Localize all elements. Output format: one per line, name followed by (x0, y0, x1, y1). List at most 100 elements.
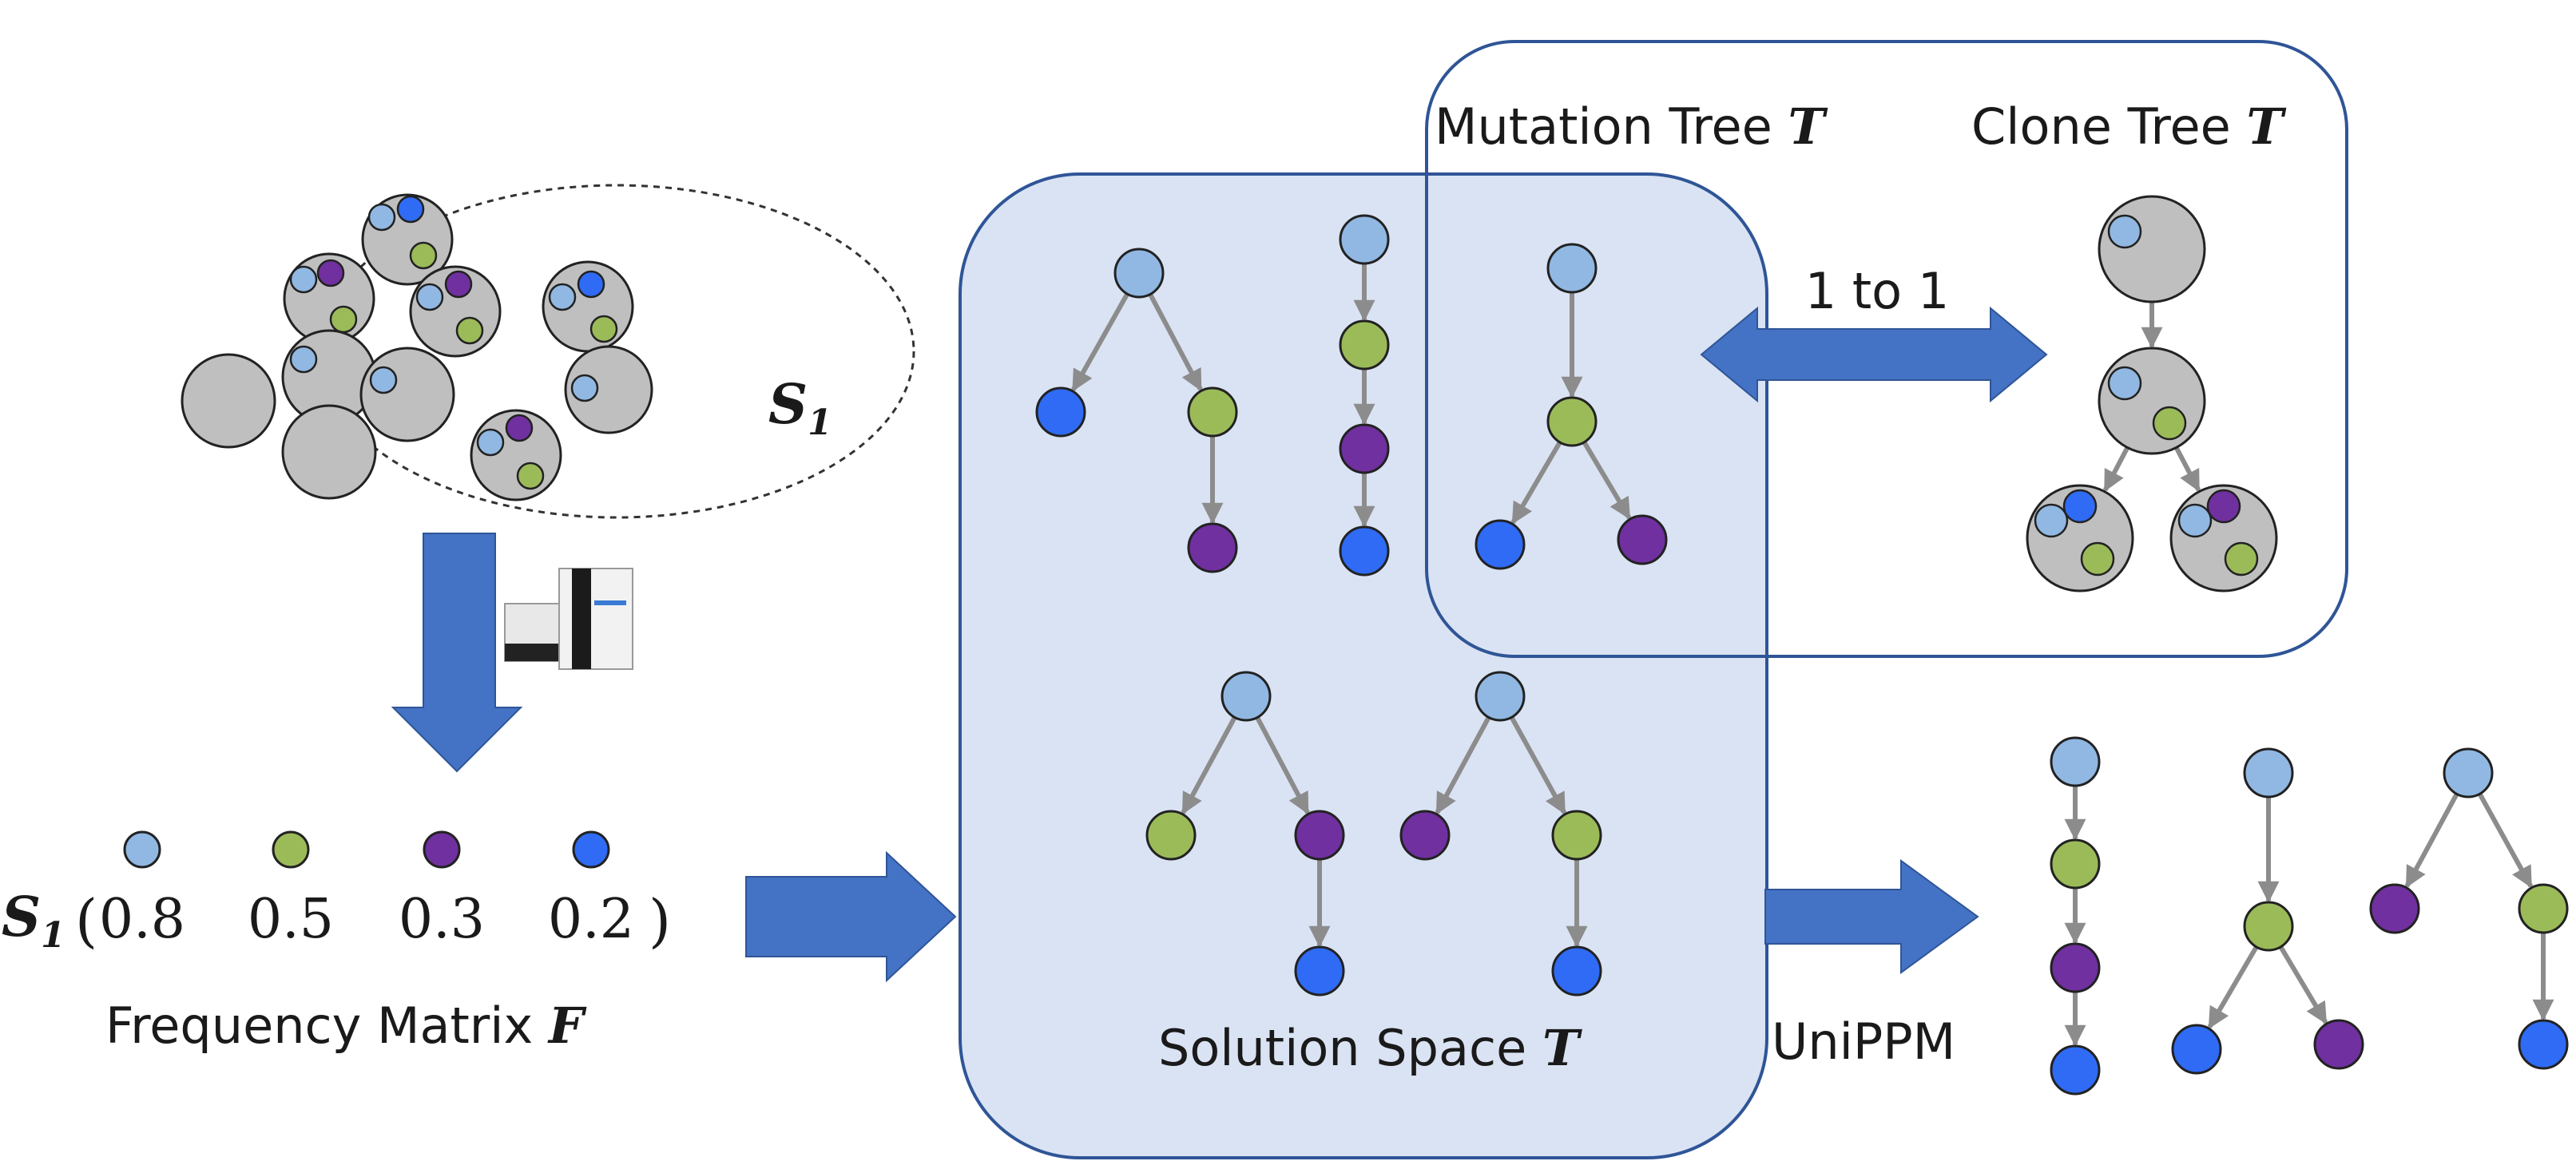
clone-mutation-dot-green (2224, 541, 2259, 577)
clone-tree-title: Clone Tree T (1971, 97, 2286, 156)
method-label: UniPPM (1772, 1012, 1955, 1071)
clone-mutation-dot-green (2152, 406, 2187, 441)
mutation-node-light-blue (1113, 248, 1165, 299)
mutation-node-light-blue (2243, 747, 2294, 798)
mutation-node-purple (1339, 423, 1390, 474)
mutation-node-purple (1294, 810, 1345, 861)
tree-edge (2207, 945, 2259, 1029)
mutation-node-light-blue (2443, 747, 2494, 798)
correspondence-double-arrow (1700, 306, 2048, 403)
cell-mutation-dot-light-blue (367, 203, 396, 232)
tree-edge (2404, 792, 2459, 889)
mutation-node-green (1551, 810, 1602, 861)
clone-mutation-dot-green (2080, 541, 2115, 577)
cell-mutation-dot-purple (444, 270, 473, 299)
mutation-node-green (1187, 386, 1238, 438)
sequencing-arrow (391, 533, 523, 773)
sample-cell (281, 404, 377, 500)
tree-edge (1181, 715, 1237, 815)
mutation-node-blue (1035, 386, 1086, 438)
mutation-node-green (2243, 901, 2294, 952)
frequency-value-1: 0.5 (248, 888, 334, 951)
cell-mutation-dot-purple (316, 259, 345, 287)
tree-edge (1148, 293, 1203, 392)
mutation-node-purple (1617, 514, 1668, 565)
sample-cells (181, 193, 653, 501)
mutation-node-light-blue (2050, 736, 2101, 787)
cell-mutation-dot-green (589, 315, 618, 343)
mutation-node-light-blue (1221, 671, 1272, 722)
mutation-node-purple (2050, 942, 2101, 993)
mutation-node-blue (2171, 1024, 2222, 1075)
tree-nodes (1035, 214, 2569, 1096)
solution-space-caption: Solution Space T (1158, 1019, 1582, 1077)
cell-mutation-dot-green (409, 241, 438, 270)
clone-mutation-dot-light-blue (2177, 503, 2213, 538)
cell-mutation-dot-light-blue (570, 374, 599, 402)
clone-node (2098, 195, 2206, 303)
mutation-node-light-blue (1475, 671, 1526, 722)
mutation-node-blue (2518, 1019, 2569, 1070)
clone-mutation-dot-light-blue (2034, 503, 2069, 538)
mutation-node-purple (1187, 522, 1238, 573)
mutation-node-purple (2313, 1019, 2364, 1070)
tree-edge (1435, 715, 1491, 815)
frequency-value-0: 0.8 (99, 888, 185, 951)
cell-mutation-dot-light-blue (369, 366, 398, 394)
cell-mutation-dot-green (455, 316, 484, 345)
mutation-node-blue (1475, 519, 1526, 570)
cell-mutation-dot-light-blue (415, 283, 444, 311)
frequency-dot-green (272, 830, 310, 869)
cell-mutation-dot-light-blue (289, 345, 318, 374)
sample-cell (359, 347, 455, 442)
mutation-node-green (2050, 838, 2101, 890)
mutation-node-light-blue (1546, 243, 1598, 294)
sample-ellipse (318, 184, 915, 519)
cell-mutation-dot-light-blue (548, 283, 577, 311)
tree-edge (2102, 446, 2130, 493)
frequency-value-2: 0.3 (399, 888, 485, 951)
sequencer-machine-icon (504, 568, 633, 670)
sample-subscript: 1 (808, 402, 832, 443)
correspondence-label: 1 to 1 (1805, 262, 1950, 320)
mutation-node-blue (1294, 945, 1345, 997)
clone-node (2098, 347, 2206, 455)
sample-label: S1 (768, 373, 832, 443)
mutation-node-purple (1399, 810, 1451, 861)
cell-mutation-dot-green (516, 462, 545, 490)
mutation-node-blue (2050, 1044, 2101, 1096)
tree-edge (1510, 441, 1562, 525)
cell-mutation-dot-green (329, 305, 358, 334)
tree-edge (2477, 792, 2534, 889)
cell-mutation-dot-blue (396, 195, 425, 224)
mutation-node-green (1145, 810, 1197, 861)
tree-correspondence-box (1425, 40, 2348, 658)
frequency-dot-purple (423, 830, 461, 869)
frequency-open-paren: ( (75, 887, 97, 954)
clone-tree-symbol: T (2246, 97, 2286, 156)
mutation-tree-title: Mutation Tree T (1435, 97, 1828, 156)
cell-mutation-dot-light-blue (289, 265, 318, 294)
frequency-row-subscript: 1 (41, 915, 65, 956)
sample-cell (181, 353, 276, 449)
frequency-row-label: S1 (2, 886, 65, 956)
solution-space-symbol: T (1542, 1019, 1582, 1077)
mutation-node-green (2518, 883, 2569, 934)
frequency-caption: Frequency Matrix F (105, 997, 587, 1055)
frequency-dot-light-blue (123, 830, 161, 869)
frequency-matrix: S1 ( 0.8 0.5 0.3 0.2 ) Frequency Matrix … (2, 830, 671, 1055)
tree-edge (1509, 715, 1567, 815)
tree-edge (1582, 441, 1632, 520)
tree-edge (2173, 446, 2201, 493)
cell-mutation-dot-purple (505, 414, 534, 442)
cell-mutation-dot-light-blue (476, 428, 505, 457)
mutation-node-blue (1339, 525, 1390, 577)
clone-tree (2026, 195, 2278, 592)
mutation-node-light-blue (1339, 214, 1390, 265)
frequency-dot-blue (572, 830, 610, 869)
frequency-caption-symbol: F (547, 997, 587, 1055)
cell-mutation-dot-blue (577, 270, 605, 299)
mutation-node-blue (1551, 945, 1602, 997)
tree-edges (1071, 264, 2554, 1047)
